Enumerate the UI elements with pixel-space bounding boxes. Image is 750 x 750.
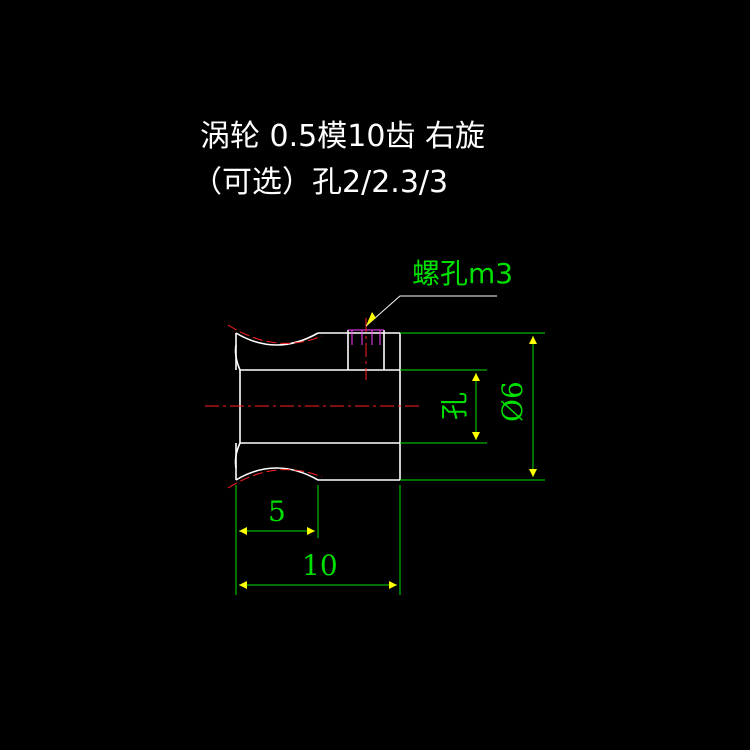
dim-full-label: 10 — [302, 549, 338, 582]
title-line-1: 涡轮 0.5模10齿 右旋 — [200, 119, 485, 154]
extension-lines — [235, 332, 545, 595]
thread-leader — [365, 295, 497, 327]
leader-arrow — [366, 312, 376, 326]
dimension-arrows — [239, 336, 537, 589]
dim-half-label: 5 — [268, 495, 286, 528]
title-line-2: （可选）孔2/2.3/3 — [192, 165, 448, 200]
thread-hole-label: 螺孔m3 — [412, 257, 513, 290]
centerlines — [205, 318, 420, 407]
diameter-label: Ø6 — [496, 381, 529, 422]
bore-label: 孔 — [438, 392, 471, 420]
worm-gear-outline — [234, 330, 401, 481]
groove-arcs — [227, 324, 323, 489]
